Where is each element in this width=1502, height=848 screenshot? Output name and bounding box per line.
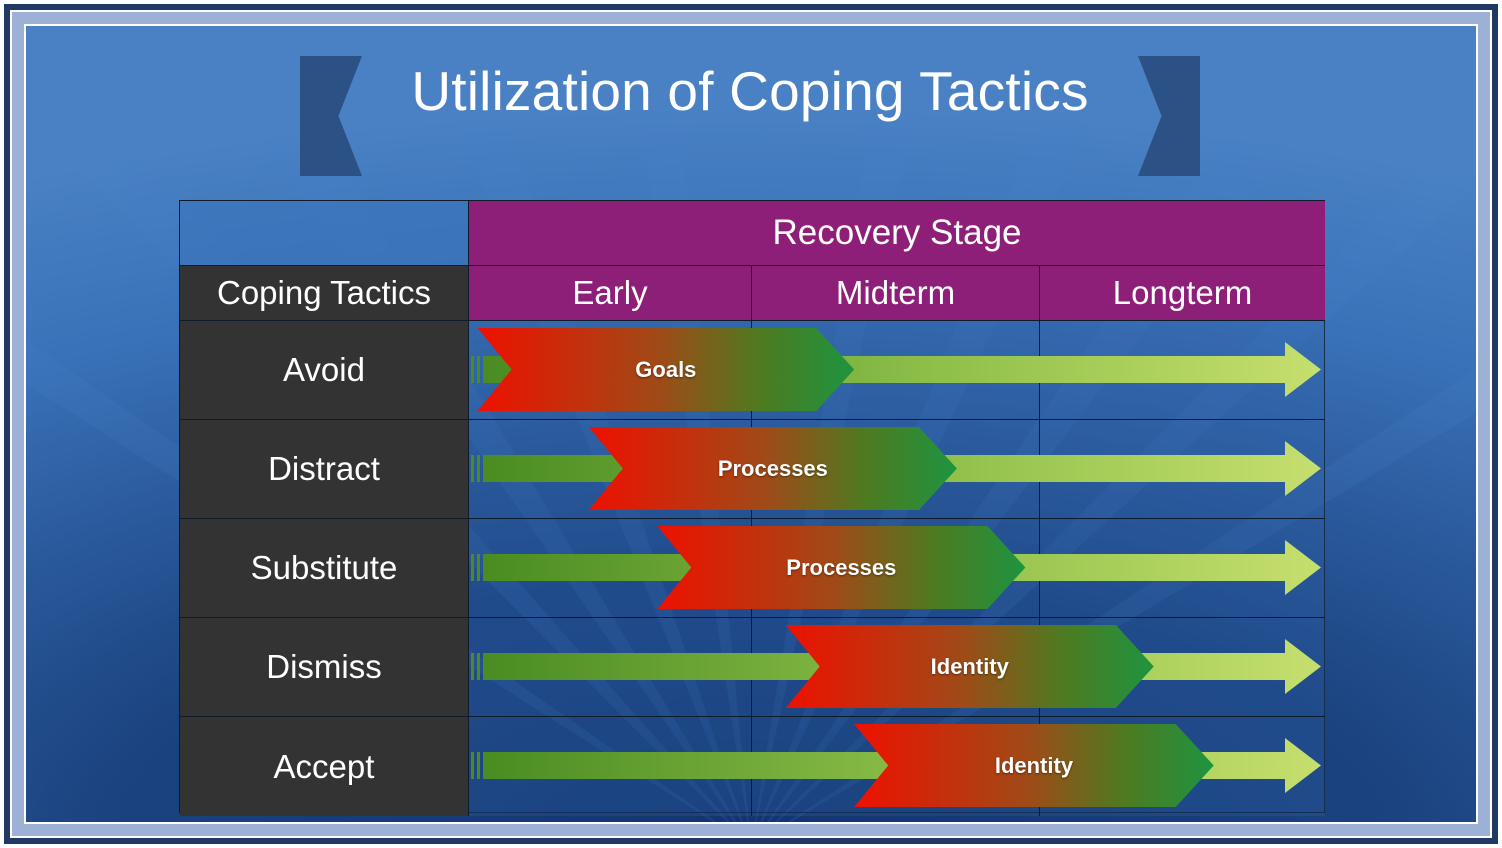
row-label-distract[interactable]: Distract bbox=[180, 420, 469, 519]
header-recovery-stage-label: Recovery Stage bbox=[772, 213, 1022, 252]
table-row: Substitute bbox=[180, 519, 1325, 618]
header-stage-early: Early bbox=[469, 266, 752, 321]
ribbon-body: Utilization of Coping Tactics bbox=[358, 40, 1142, 143]
table-header-row-columns: Coping Tactics Early Midterm Longterm bbox=[180, 266, 1325, 321]
row-label-text: Substitute bbox=[250, 549, 398, 586]
row-label-avoid[interactable]: Avoid bbox=[180, 321, 469, 420]
row-label-substitute[interactable]: Substitute bbox=[180, 519, 469, 618]
table-header-row-group: Recovery Stage bbox=[180, 201, 1325, 266]
cell-longterm bbox=[1040, 618, 1325, 717]
cell-early bbox=[469, 519, 752, 618]
cell-midterm bbox=[752, 717, 1040, 816]
cell-midterm bbox=[752, 420, 1040, 519]
cell-longterm bbox=[1040, 321, 1325, 420]
ribbon-tail-right bbox=[1138, 56, 1200, 176]
table-corner-cell bbox=[180, 201, 469, 266]
cell-early bbox=[469, 321, 752, 420]
header-stage-early-label: Early bbox=[572, 274, 648, 311]
slide-frame-inner bbox=[12, 12, 1490, 836]
row-label-dismiss[interactable]: Dismiss bbox=[180, 618, 469, 717]
header-recovery-stage: Recovery Stage bbox=[469, 201, 1325, 266]
row-label-text: Dismiss bbox=[266, 648, 382, 685]
ribbon-tail-left bbox=[300, 56, 362, 176]
page-title: Utilization of Coping Tactics bbox=[411, 60, 1089, 122]
row-label-text: Avoid bbox=[283, 351, 365, 388]
row-label-text: Distract bbox=[268, 450, 380, 487]
cell-early bbox=[469, 717, 752, 816]
header-coping-tactics: Coping Tactics bbox=[180, 266, 469, 321]
coping-tactics-table: Recovery Stage Coping Tactics Early Midt… bbox=[179, 200, 1325, 816]
header-coping-tactics-label: Coping Tactics bbox=[216, 274, 431, 311]
slide-frame-outer bbox=[4, 4, 1498, 844]
table-row: Accept bbox=[180, 717, 1325, 816]
header-stage-longterm-label: Longterm bbox=[1112, 274, 1253, 311]
row-label-accept[interactable]: Accept bbox=[180, 717, 469, 816]
cell-early bbox=[469, 420, 752, 519]
cell-longterm bbox=[1040, 420, 1325, 519]
table-row: Dismiss bbox=[180, 618, 1325, 717]
row-label-text: Accept bbox=[273, 747, 375, 785]
cell-midterm bbox=[752, 618, 1040, 717]
cell-midterm bbox=[752, 519, 1040, 618]
header-stage-longterm: Longterm bbox=[1040, 266, 1325, 321]
header-stage-midterm: Midterm bbox=[752, 266, 1040, 321]
cell-longterm bbox=[1040, 519, 1325, 618]
title-ribbon: Utilization of Coping Tactics bbox=[300, 40, 1200, 176]
cell-longterm bbox=[1040, 717, 1325, 816]
header-stage-midterm-label: Midterm bbox=[835, 274, 956, 311]
table-row: Avoid bbox=[180, 321, 1325, 420]
cell-early bbox=[469, 618, 752, 717]
table-row: Distract bbox=[180, 420, 1325, 519]
cell-midterm bbox=[752, 321, 1040, 420]
